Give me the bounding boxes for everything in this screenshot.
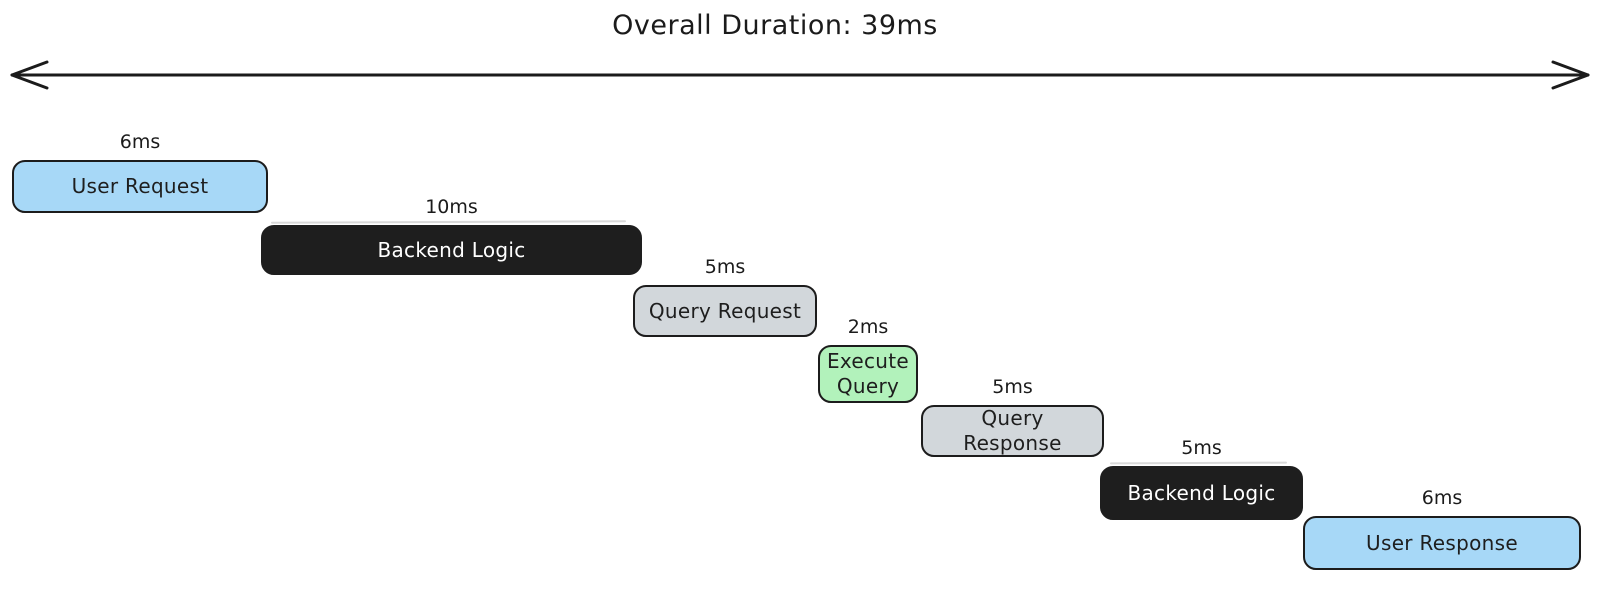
stage-label: User Response bbox=[1366, 530, 1518, 555]
stage-label: Execute Query bbox=[826, 349, 910, 398]
duration-label: 6ms bbox=[1421, 487, 1463, 509]
stage-label: User Request bbox=[71, 174, 209, 198]
duration-label: 5ms bbox=[1181, 437, 1222, 459]
stage-query-request: 5ms Query Request bbox=[633, 256, 817, 337]
duration-label: 10ms bbox=[425, 196, 478, 218]
double-arrow-icon bbox=[10, 60, 1590, 90]
duration-label: 2ms bbox=[847, 316, 889, 338]
stage-user-response: 6ms User Response bbox=[1303, 487, 1581, 570]
stage-label: Backend Logic bbox=[1127, 480, 1276, 505]
stage-label: Backend Logic bbox=[377, 237, 526, 262]
duration-label: 5ms bbox=[704, 256, 746, 278]
stage-user-request: 6ms User Request bbox=[12, 131, 268, 213]
stage-query-response: 5ms Query Response bbox=[921, 376, 1104, 457]
duration-label: 6ms bbox=[119, 131, 161, 153]
stage-label: Query Request bbox=[648, 298, 802, 323]
stage-backend-logic-2: 5ms Backend Logic bbox=[1100, 437, 1303, 520]
duration-label: 5ms bbox=[992, 376, 1033, 398]
stage-backend-logic: 10ms Backend Logic bbox=[261, 196, 642, 275]
page-title: Overall Duration: 39ms bbox=[612, 10, 938, 41]
stage-label: Query Response bbox=[963, 406, 1062, 455]
stage-execute-query: 2ms Execute Query bbox=[818, 316, 918, 403]
